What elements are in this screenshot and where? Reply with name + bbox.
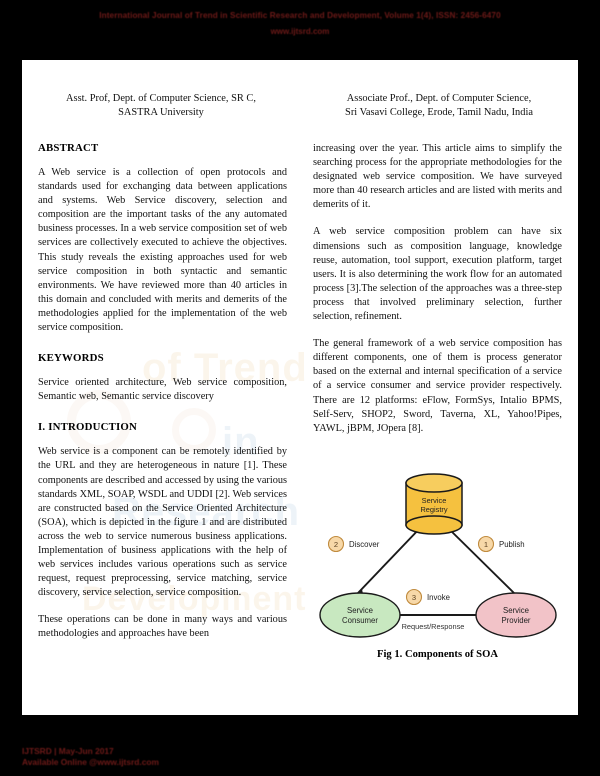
service-provider-node: Service Provider [475,592,557,638]
journal-header-title: International Journal of Trend in Scient… [99,11,501,20]
right-column: increasing over the year. This article a… [313,142,562,712]
figure-block: Service Registry Service Consumer Servic… [313,449,562,671]
consumer-label-line2: Consumer [342,616,378,625]
step-publish: 1 Publish [477,535,525,552]
service-registry-cylinder: Service Registry [405,473,463,535]
provider-label-line2: Provider [501,616,530,625]
registry-label-line1: Service [422,496,447,505]
service-consumer-node: Service Consumer [319,592,401,638]
journal-header: International Journal of Trend in Scient… [0,0,600,46]
step-discover-number: 2 [334,540,338,549]
affiliation-right-line1: Associate Prof., Dept. of Computer Scien… [346,93,532,104]
request-response-label: Request/Response [402,622,465,631]
footer-line2: Available Online @www.ijtsrd.com [22,757,159,767]
step-publish-number: 1 [484,540,488,549]
step-invoke-label: Invoke [427,593,450,602]
provider-label-line1: Service [503,606,529,615]
step-discover: 2 Discover [327,535,380,552]
two-column-body: ABSTRACT A Web service is a collection o… [38,142,562,712]
footer-line1: IJTSRD | May-Jun 2017 [22,746,114,756]
right-paragraph-1: increasing over the year. This article a… [313,143,562,211]
left-column: ABSTRACT A Web service is a collection o… [38,142,287,712]
keywords-heading: KEYWORDS [38,352,104,365]
introduction-heading: I. INTRODUCTION [38,421,137,434]
right-paragraph-2: A web service composition problem can ha… [313,226,562,323]
affiliation-left-line2: SASTRA University [118,107,204,118]
keywords-paragraph: Service oriented architecture, Web servi… [38,377,287,403]
introduction-paragraph-2: These operations can be done in many way… [38,614,287,640]
abstract-paragraph: A Web service is a collection of open pr… [38,167,287,334]
page-footer: IJTSRD | May-Jun 2017 Available Online @… [22,746,159,768]
step-invoke-number: 3 [412,593,416,602]
affiliation-left-line1: Asst. Prof, Dept. of Computer Science, S… [66,93,256,104]
right-paragraph-3: The general framework of a web service c… [313,338,562,434]
soa-diagram: Service Registry Service Consumer Servic… [319,473,557,638]
affiliation-right-line2: Sri Vasavi College, Erode, Tamil Nadu, I… [345,107,533,118]
abstract-heading: ABSTRACT [38,142,99,154]
registry-label-line2: Registry [420,505,447,514]
step-publish-label: Publish [499,540,525,549]
consumer-label-line1: Service [347,606,373,615]
figure-caption: Fig 1. Components of SOA [377,648,498,660]
author-affiliations: Asst. Prof, Dept. of Computer Science, S… [22,92,578,120]
introduction-paragraph-1: Web service is a component can be remote… [38,446,287,599]
step-discover-label: Discover [349,540,380,549]
step-invoke: 3 Invoke [405,588,450,605]
paper-sheet: of Trend in Research Development Asst. P… [22,60,578,715]
affiliation-right: Associate Prof., Dept. of Computer Scien… [300,92,578,120]
journal-header-url: www.ijtsrd.com [270,27,330,36]
affiliation-left: Asst. Prof, Dept. of Computer Science, S… [22,92,300,120]
